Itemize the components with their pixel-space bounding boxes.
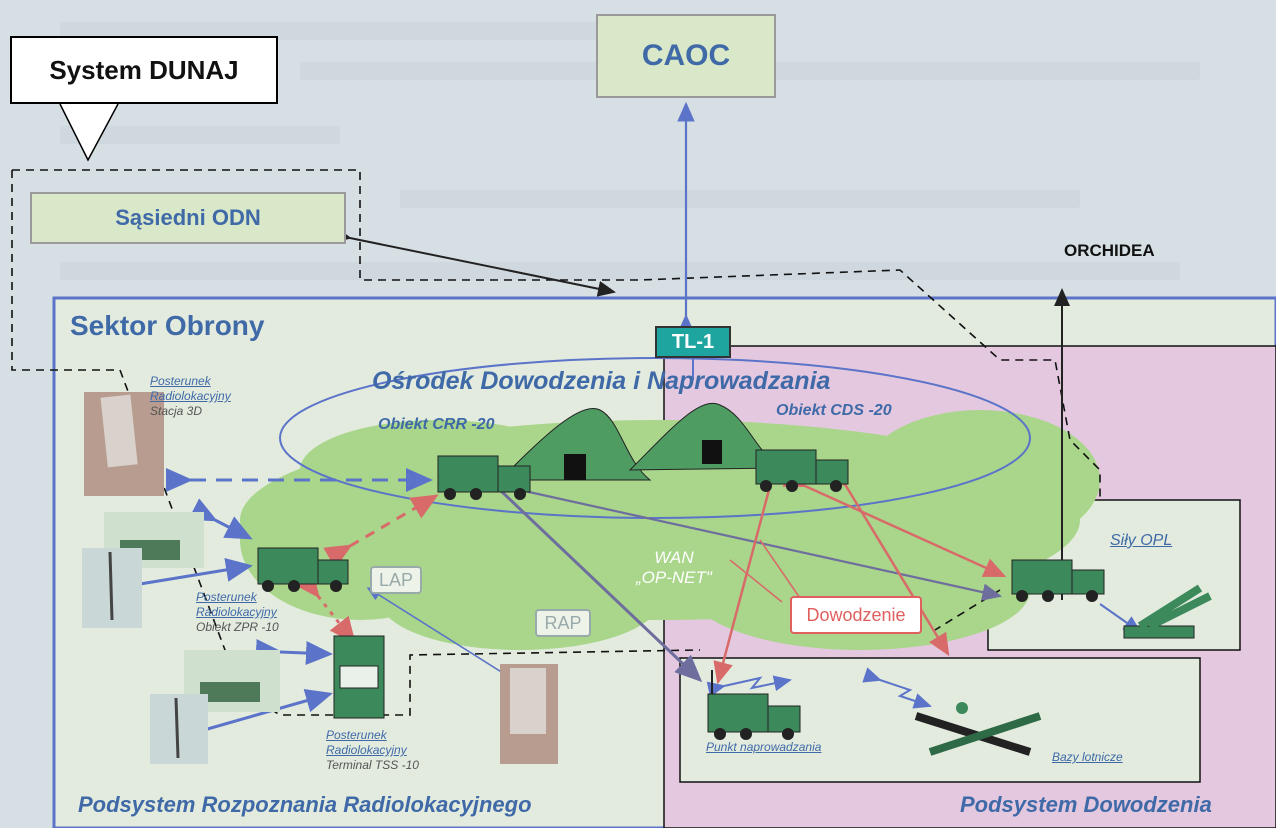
airfield-icon	[914, 702, 1042, 756]
wan-label: WAN „OP-NET"	[636, 548, 712, 588]
posterunek-detail: Stacja 3D	[150, 404, 203, 418]
radar-zpr-link-2	[114, 558, 253, 600]
obiekt-cds-label: Obiekt CDS -20	[776, 402, 892, 419]
radar-tss-link-2	[163, 689, 333, 753]
obiekt-crr-label: Obiekt CRR -20	[378, 416, 495, 433]
radar-tss-link-1	[255, 639, 333, 666]
tl1-box: TL-1	[655, 326, 731, 358]
posterunek-stacja-3d: Posterunek Radiolokacyjny Stacja 3D	[150, 374, 231, 419]
crr-punkt-link	[498, 488, 703, 683]
posterunek-title: Posterunek	[196, 590, 257, 604]
rap-callout: RAP	[535, 609, 591, 637]
cds-bazy-red	[827, 463, 950, 657]
missile-launcher	[1123, 584, 1212, 639]
vehicle-crr	[437, 455, 531, 500]
posterunek-title: Posterunek	[326, 728, 387, 742]
posterunek-tss: Posterunek Radiolokacyjny Terminal TSS -…	[326, 728, 419, 773]
lap-callout: LAP	[370, 566, 422, 594]
sasiedni-odn-box: Sąsiedni ODN	[30, 192, 346, 244]
vehicle-punkt	[707, 670, 801, 740]
radar-photo-5	[150, 694, 208, 764]
sektor-obrony-title: Sektor Obrony	[70, 310, 265, 341]
dowodzenie-callout: Dowodzenie	[790, 596, 922, 634]
dowodzenie-pointers	[729, 539, 801, 603]
podsystem-rozpoznania-title: Podsystem Rozpoznania Radiolokacyjnego	[78, 792, 532, 817]
vehicle-opl	[1011, 559, 1105, 602]
hangar-crr	[498, 408, 652, 481]
hangar-cds	[628, 402, 782, 471]
punkt-link-zigzag	[706, 675, 792, 698]
bazy-lotnicze-label: Bazy lotnicze	[1052, 750, 1123, 764]
posterunek-detail: Terminal TSS -10	[326, 758, 419, 772]
radar-3d-photo	[84, 392, 164, 496]
cds-punkt-red	[713, 464, 785, 685]
radar-photo-3	[82, 548, 142, 628]
sily-opl-label: Siły OPL	[1110, 532, 1173, 549]
caoc-box: CAOC	[596, 14, 776, 98]
odn-boundary-dashed	[12, 169, 1101, 500]
posterunek-subtitle: Radiolokacyjny	[150, 389, 231, 403]
posterunek-subtitle: Radiolokacyjny	[326, 743, 407, 757]
podsystem-dowodzenia-title: Podsystem Dowodzenia	[960, 792, 1212, 817]
posterunek-detail: Obiekt ZPR -10	[196, 620, 279, 634]
radar-zpr-link-1	[188, 498, 253, 540]
vehicle-zpr	[257, 547, 349, 592]
orchidea-label: ORCHIDEA	[1064, 241, 1155, 260]
vehicle-cds	[755, 449, 849, 492]
wan-label-line2: „OP-NET"	[636, 568, 712, 587]
posterunek-title: Posterunek	[150, 374, 211, 388]
punkt-naprowadzania-label: Punkt naprowadzania	[706, 740, 822, 754]
wan-label-line1: WAN	[654, 548, 694, 567]
bazy-link-zigzag	[862, 667, 932, 709]
dunaj-callout-pointer	[59, 103, 119, 162]
osrodek-ellipse	[279, 357, 1031, 519]
radar-rap-photo	[500, 664, 558, 764]
posterunek-subtitle: Radiolokacyjny	[196, 605, 277, 619]
osrodek-title: Ośrodek Dowodzenia i Naprowadzania	[372, 367, 831, 395]
odn-link	[332, 226, 616, 297]
posterunek-zpr: Posterunek Radiolokacyjny Obiekt ZPR -10	[196, 590, 279, 635]
tss-terminal	[333, 635, 385, 719]
system-dunaj-box: System DUNAJ	[10, 36, 278, 104]
